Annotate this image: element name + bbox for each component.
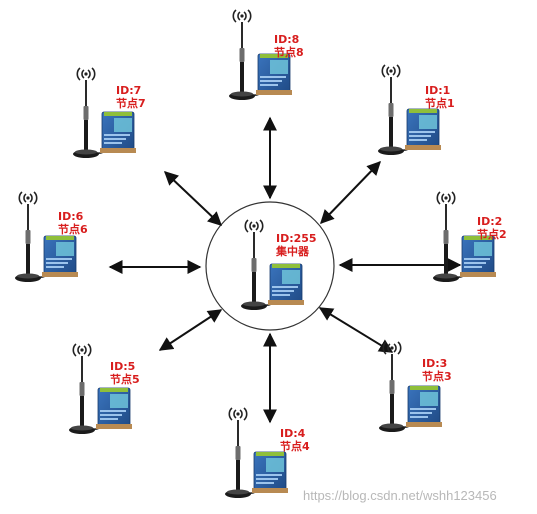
node8-id: ID:8 [274, 33, 300, 46]
node4-label: ID:4 节点4 [280, 427, 310, 453]
center-id: ID:255 [276, 232, 317, 245]
node2-name: 节点2 [477, 228, 507, 241]
node3-id: ID:3 [422, 357, 448, 370]
link-node1 [320, 160, 381, 225]
device-node5 [68, 343, 133, 435]
center-name: 集中器 [276, 245, 309, 258]
device-node7 [72, 67, 137, 159]
watermark-text: https://blog.csdn.net/wshh123456 [303, 488, 497, 503]
device-node6 [14, 191, 79, 283]
node7-label: ID:7 节点7 [116, 84, 146, 110]
node1-name: 节点1 [425, 97, 455, 110]
node4-name: 节点4 [280, 440, 310, 453]
node1-label: ID:1 节点1 [425, 84, 455, 110]
node8-label: ID:8 节点8 [274, 33, 304, 59]
node7-name: 节点7 [116, 97, 146, 110]
node6-name: 节点6 [58, 223, 88, 236]
node7-id: ID:7 [116, 84, 142, 97]
node3-name: 节点3 [422, 370, 452, 383]
node6-id: ID:6 [58, 210, 84, 223]
node4-id: ID:4 [280, 427, 306, 440]
device-node4 [224, 407, 289, 499]
node5-id: ID:5 [110, 360, 136, 373]
node5-name: 节点5 [110, 373, 140, 386]
node2-id: ID:2 [477, 215, 503, 228]
device-node3 [378, 341, 443, 433]
node6-label: ID:6 节点6 [58, 210, 88, 236]
link-node3 [318, 307, 394, 353]
node1-id: ID:1 [425, 84, 451, 97]
link-node5 [158, 309, 223, 351]
concentrator-circle [205, 201, 335, 331]
link-node7 [163, 171, 223, 226]
node2-label: ID:2 节点2 [477, 215, 507, 241]
node3-label: ID:3 节点3 [422, 357, 452, 383]
node8-name: 节点8 [274, 46, 304, 59]
center-label: ID:255 集中器 [276, 232, 317, 258]
node5-label: ID:5 节点5 [110, 360, 140, 386]
device-node1 [377, 64, 442, 156]
